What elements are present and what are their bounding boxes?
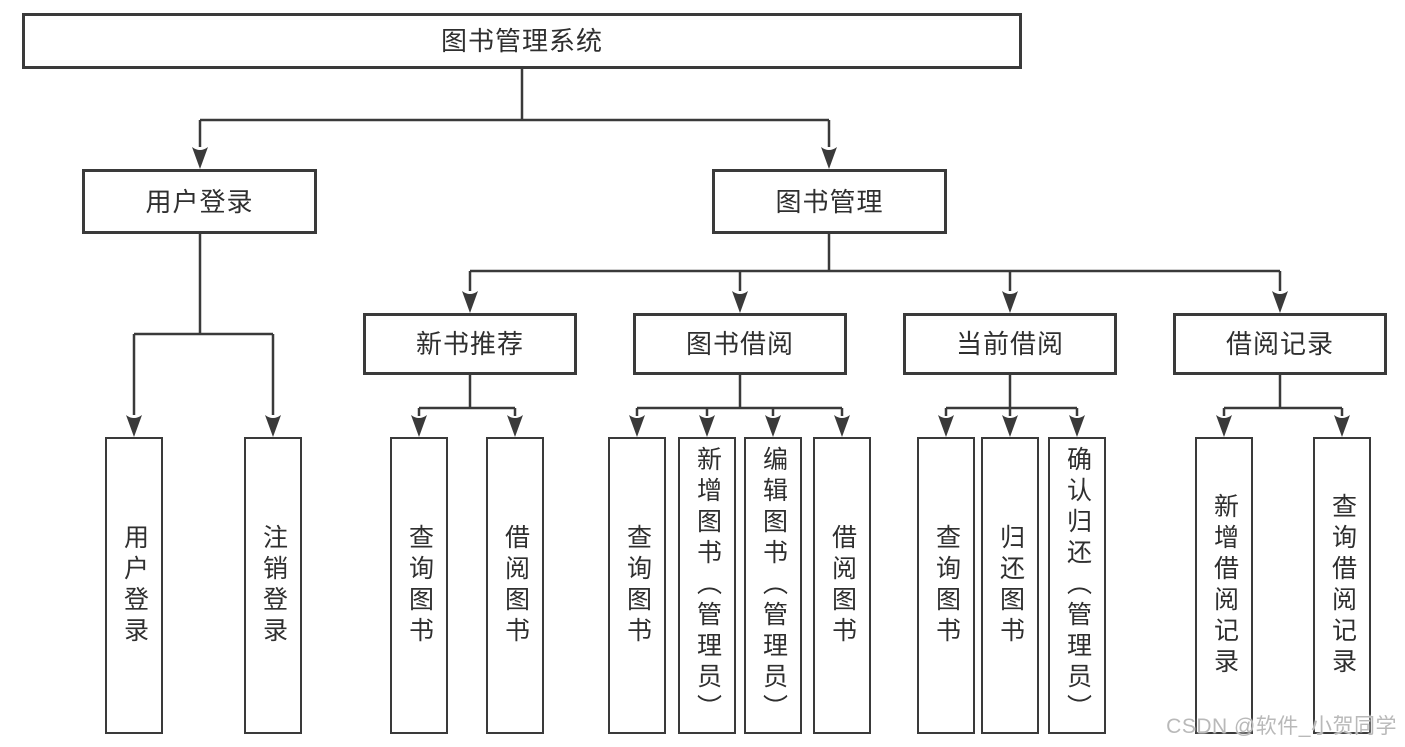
arrowhead-icon <box>699 415 715 437</box>
leaf-add-book-admin-label: 新增图书（管理员） <box>693 446 722 725</box>
leaf-borrow-books-1: 借阅图书 <box>486 437 544 734</box>
node-book-management-label: 图书管理 <box>775 186 884 217</box>
edges-book-management-to-level3 <box>462 234 1288 313</box>
arrowhead-icon <box>821 147 837 169</box>
node-book-borrowing-label: 图书借阅 <box>685 329 794 359</box>
leaf-borrow-books-2-label: 借阅图书 <box>828 523 857 648</box>
arrowhead-icon <box>192 147 208 169</box>
edges-book-borrowing <box>629 375 850 437</box>
node-user-login-label: 用户登录 <box>145 186 254 217</box>
arrowhead-icon <box>1272 291 1288 313</box>
leaf-query-borrow-record: 查询借阅记录 <box>1313 437 1371 734</box>
leaf-edit-book-admin: 编辑图书（管理员） <box>744 437 802 734</box>
node-root-label: 图书管理系统 <box>440 26 603 56</box>
arrowhead-icon <box>507 415 523 437</box>
edges-user-login-to-leaves <box>126 234 281 437</box>
node-root-system: 图书管理系统 <box>22 13 1022 69</box>
arrowhead-icon <box>1002 415 1018 437</box>
arrowhead-icon <box>938 415 954 437</box>
edges-new-book-recommend <box>411 375 523 437</box>
edges-borrowing-records <box>1216 375 1350 437</box>
leaf-confirm-return-admin-label: 确认归还（管理员） <box>1063 446 1092 725</box>
leaf-query-books-2: 查询图书 <box>608 437 666 734</box>
leaf-query-borrow-record-label: 查询借阅记录 <box>1328 492 1357 679</box>
leaf-query-books-3: 查询图书 <box>917 437 975 734</box>
edges-root-to-level2 <box>192 69 837 169</box>
leaf-logout: 注销登录 <box>244 437 302 734</box>
arrowhead-icon <box>732 291 748 313</box>
arrowhead-icon <box>1334 415 1350 437</box>
leaf-borrow-books-2: 借阅图书 <box>813 437 871 734</box>
leaf-edit-book-admin-label: 编辑图书（管理员） <box>759 446 788 725</box>
arrowhead-icon <box>1069 415 1085 437</box>
leaf-user-login-label: 用户登录 <box>120 523 149 648</box>
leaf-query-books-1: 查询图书 <box>390 437 448 734</box>
leaf-add-book-admin: 新增图书（管理员） <box>678 437 736 734</box>
node-current-borrowing: 当前借阅 <box>903 313 1117 375</box>
node-new-book-recommend-label: 新书推荐 <box>415 329 524 359</box>
node-borrowing-records-label: 借阅记录 <box>1225 329 1334 359</box>
leaf-user-login: 用户登录 <box>105 437 163 734</box>
arrowhead-icon <box>834 415 850 437</box>
leaf-query-books-3-label: 查询图书 <box>932 523 961 648</box>
node-new-book-recommend: 新书推荐 <box>363 313 577 375</box>
node-current-borrowing-label: 当前借阅 <box>955 329 1064 359</box>
edges-current-borrowing <box>938 375 1085 437</box>
leaf-add-borrow-record: 新增借阅记录 <box>1195 437 1253 734</box>
arrowhead-icon <box>1002 291 1018 313</box>
watermark-text: CSDN @软件_小贺同学 <box>1166 715 1397 738</box>
arrowhead-icon <box>462 291 478 313</box>
arrowhead-icon <box>126 415 142 437</box>
leaf-query-books-2-label: 查询图书 <box>623 523 652 648</box>
node-user-login: 用户登录 <box>82 169 317 234</box>
node-book-management: 图书管理 <box>712 169 947 234</box>
leaf-logout-label: 注销登录 <box>259 523 288 648</box>
leaf-query-books-1-label: 查询图书 <box>405 523 434 648</box>
node-book-borrowing: 图书借阅 <box>633 313 847 375</box>
arrowhead-icon <box>411 415 427 437</box>
arrowhead-icon <box>629 415 645 437</box>
leaf-borrow-books-1-label: 借阅图书 <box>501 523 530 648</box>
arrowhead-icon <box>765 415 781 437</box>
leaf-confirm-return-admin: 确认归还（管理员） <box>1048 437 1106 734</box>
leaf-return-book-label: 归还图书 <box>996 523 1025 648</box>
leaf-return-book: 归还图书 <box>981 437 1039 734</box>
arrowhead-icon <box>1216 415 1232 437</box>
node-borrowing-records: 借阅记录 <box>1173 313 1387 375</box>
leaf-add-borrow-record-label: 新增借阅记录 <box>1210 492 1239 679</box>
arrowhead-icon <box>265 415 281 437</box>
